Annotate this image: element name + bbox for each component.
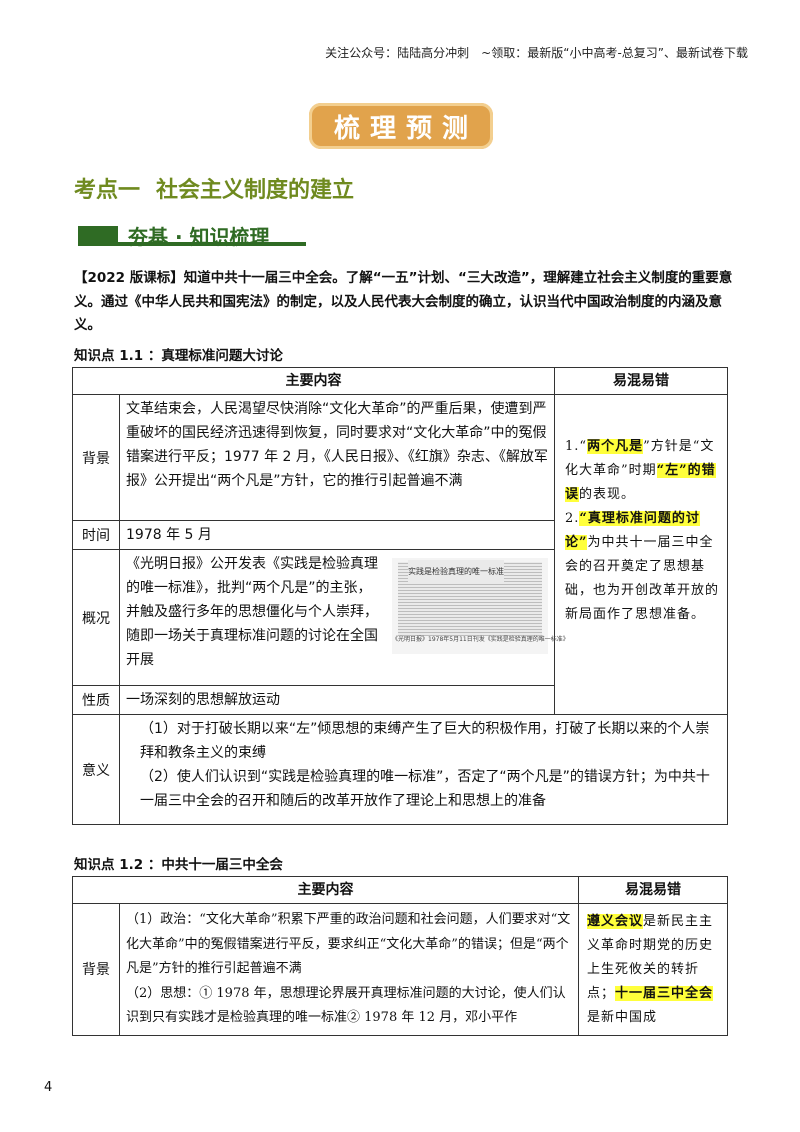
row-background: （1）政治：“文化大革命”积累下严重的政治问题和社会问题，人们要求对“文化大革命… <box>119 903 579 1036</box>
significance-point-1: （1）对于打破长期以来“左”倾思想的束缚产生了巨大的积极作用，打破了长期以来的个… <box>140 721 710 761</box>
row-text-background: 文革结束会，人民渴望尽快消除“文化大革命”的严重后果，使遭到严重破坏的国民经济迅… <box>119 394 555 521</box>
row-text-overview: 《光明日报》公开发表《实践是检验真理的唯一标准》，批判“两个凡是”的主张，并触及… <box>126 556 378 668</box>
newspaper-image: 实践是检验真理的唯一标准 《光明日报》1978年5月11日刊发《实践是检验真理的… <box>392 558 569 654</box>
section-badge: 梳理预测 <box>309 103 493 149</box>
tip-item-1: 1.“两个凡是”方针是“文化大革命”时期“左”的错误的表现。 <box>565 439 716 502</box>
significance-point-2: （2）使人们认识到“实践是检验真理的唯一标准”，否定了“两个凡是”的错误方针；为… <box>140 769 710 809</box>
row-overview: 实践是检验真理的唯一标准 《光明日报》1978年5月11日刊发《实践是检验真理的… <box>119 549 569 686</box>
tip-highlight: 遵义会议 <box>587 914 644 929</box>
tip-highlight: 十一届三中全会 <box>615 986 714 1001</box>
row-text-time: 1978 年 5 月 <box>119 520 555 550</box>
row-label-background: 背景 <box>72 903 120 1036</box>
row-label-nature: 性质 <box>72 685 120 715</box>
background-politics: （1）政治：“文化大革命”积累下严重的政治问题和社会问题，人们要求对“文化大革命… <box>126 912 571 976</box>
header-promo-text: 关注公众号：陆陆高分冲刺 ~领取：最新版“小中高考-总复习”、最新试卷下载 <box>325 46 748 60</box>
knowledge-point-title-1: 知识点 1.1 ：真理标准问题大讨论 <box>74 348 283 364</box>
tip-highlight: 两个凡是 <box>587 439 644 454</box>
newspaper-headline: 实践是检验真理的唯一标准 <box>408 560 504 584</box>
knowledge-table-2: 主要内容 易混易错 背景 （1）政治：“文化大革命”积累下严重的政治问题和社会问… <box>72 876 728 1036</box>
subsection-bar-decoration <box>78 226 118 243</box>
knowledge-table-1: 主要内容 易混易错 背景 文革结束会，人民渴望尽快消除“文化大革命”的严重后果，… <box>72 367 728 825</box>
subsection-underline <box>78 242 306 246</box>
section-title-part1: 考点一 <box>74 178 141 203</box>
section-title: 考点一社会主义制度的建立 <box>74 172 354 204</box>
row-significance: （1）对于打破长期以来“左”倾思想的束缚产生了巨大的积极作用，打破了长期以来的个… <box>119 714 728 825</box>
newspaper-caption: 《光明日报》1978年5月11日刊发《实践是检验真理的唯一标准》 <box>392 636 569 643</box>
knowledge-point-title-2: 知识点 1.2 ：中共十一届三中全会 <box>74 857 283 873</box>
table-header-tips: 易混易错 <box>554 367 728 395</box>
row-label-overview: 概况 <box>72 549 120 686</box>
table-header-main: 主要内容 <box>72 876 579 904</box>
row-label-significance: 意义 <box>72 714 120 825</box>
badge-label: 梳理预测 <box>333 113 478 144</box>
row-label-background: 背景 <box>72 394 120 521</box>
background-thought: （2）思想：① 1978 年，思想理论界展开真理标准问题的大讨论，使人们认识到只… <box>126 985 566 1026</box>
row-label-time: 时间 <box>72 520 120 550</box>
table-header-main: 主要内容 <box>72 367 555 395</box>
row-text-nature: 一场深刻的思想解放运动 <box>119 685 555 715</box>
tips-cell: 1.“两个凡是”方针是“文化大革命”时期“左”的错误的表现。 2.“真理标准问题… <box>554 394 728 715</box>
section-title-part2: 社会主义制度的建立 <box>156 178 355 203</box>
page-number: 4 <box>44 1080 53 1095</box>
tips-cell: 遵义会议是新民主主义革命时期党的历史上生死攸关的转折点；十一届三中全会是新中国成 <box>578 903 728 1036</box>
curriculum-standard: 【2022 版课标】知道中共十一届三中全会。了解“一五”计划、“三大改造”，理解… <box>74 270 733 333</box>
tip-item-2: 2.“真理标准问题的讨论”为中共十一届三中全会的召开奠定了思想基础，也为开创改革… <box>565 511 720 622</box>
table-header-tips: 易混易错 <box>578 876 728 904</box>
subsection-title: 夯基 · 知识梳理 <box>128 225 270 249</box>
